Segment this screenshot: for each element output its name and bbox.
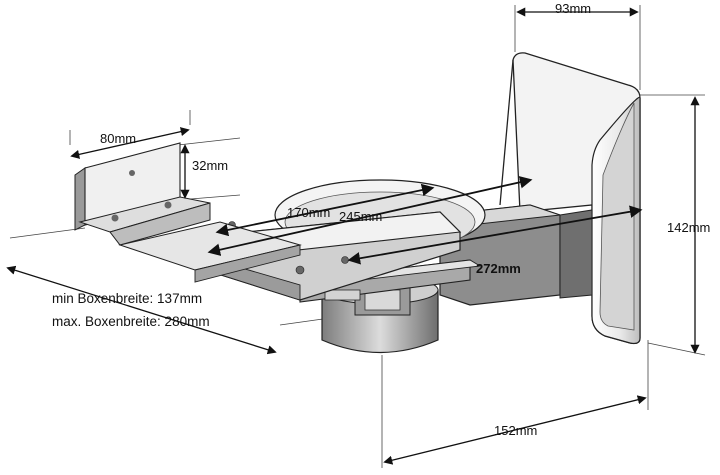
arrow-box-width [6, 265, 277, 355]
label-245mm: 245mm [339, 209, 382, 224]
dimension-arrows [6, 7, 700, 465]
label-170mm: 170mm [287, 205, 330, 220]
note-max-width: max. Boxenbreite: 280mm [52, 314, 210, 329]
label-32mm: 32mm [192, 158, 228, 173]
label-152mm: 152mm [494, 423, 537, 438]
arrow-80 [70, 127, 190, 159]
upright-bracket [74, 142, 211, 246]
arrow-152 [383, 395, 647, 465]
label-93mm: 93mm [555, 1, 591, 16]
label-272mm: 272mm [476, 261, 521, 276]
label-142mm: 142mm [667, 220, 710, 235]
label-80mm: 80mm [100, 131, 136, 146]
arrow-272 [347, 205, 643, 265]
wall-plate [499, 52, 641, 345]
note-min-width: min Boxenbreite: 137mm [52, 291, 203, 306]
